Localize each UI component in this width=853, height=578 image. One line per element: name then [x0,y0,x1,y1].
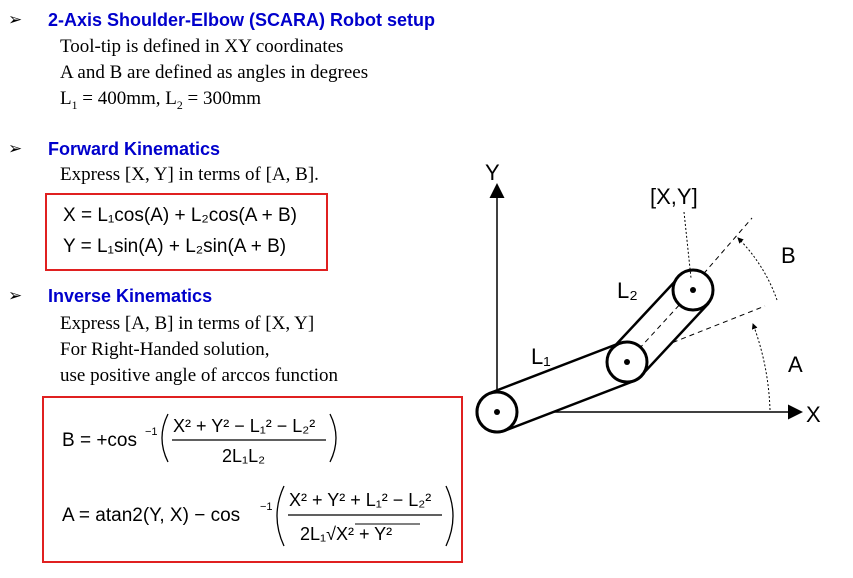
eq-a-right-paren [445,485,454,547]
inverse-heading: Inverse Kinematics [48,286,213,306]
bullet-icon: ➢ [8,286,23,306]
eq-a-numerator: X² + Y² + L₁² − L₂² [289,490,431,510]
setup-line-1: Tool-tip is defined in XY coordinates [60,36,344,57]
target-pointer [683,211,692,279]
shoulder-center [494,409,500,415]
l1-subscript: 1 [71,98,78,112]
target-label: [X,Y] [650,184,698,209]
eq-a-denominator: 2L₁√X² + Y² [300,524,392,544]
setup-line-2: A and B are defined as angles in degrees [60,62,369,83]
eq-b-numerator: X² + Y² − L₁² − L₂² [173,416,315,436]
angle-a-arc [751,323,771,411]
l1-symbol: L [60,88,72,109]
forward-eq-x: X = L₁cos(A) + L₂cos(A + B) [63,205,297,226]
forward-heading: Forward Kinematics [48,139,221,159]
inverse-description-1: Express [A, B] in terms of [X, Y] [60,313,315,334]
x-axis-label: X [806,402,821,427]
link2-label: L₂ [617,278,638,303]
eq-b-denominator: 2L₁L₂ [222,446,265,466]
inverse-equations: B = +cos −1 X² + Y² − L₁² − L₂² 2L₁L₂ A … [62,413,454,547]
forward-equation-box: X = L₁cos(A) + L₂cos(A + B) Y = L₁sin(A)… [45,193,328,271]
l1-value: = 400mm, L [77,88,177,109]
link-length-line: L1 = 400mm, L2 = 300mm [60,88,261,113]
l2-subscript: 2 [176,98,183,112]
eq-a-inverse-exponent: −1 [260,501,273,513]
y-axis-label: Y [485,160,500,185]
forward-description: Express [X, Y] in terms of [A, B]. [60,164,319,185]
eq-b-inverse-exponent: −1 [145,426,158,438]
setup-heading: 2-Axis Shoulder-Elbow (SCARA) Robot setu… [48,10,435,30]
link1-label: L₁ [531,344,551,369]
forward-eq-y: Y = L₁sin(A) + L₂sin(A + B) [63,236,287,257]
inverse-description-3: use positive angle of arccos function [60,365,339,386]
bullet-icon: ➢ [8,139,23,159]
l2-value: = 300mm [182,88,262,109]
elbow-center [624,359,630,365]
eq-b-lhs: B = +cos [62,430,137,451]
eq-a-lhs: A = atan2(Y, X) − cos [62,505,240,526]
eq-b-right-paren [329,413,337,463]
eq-a-left-paren [276,485,285,547]
eq-b-left-paren [161,413,169,463]
angle-a-label: A [788,352,803,377]
tool-tip-center [690,287,696,293]
inverse-equation-box: B = +cos −1 X² + Y² − L₁² − L₂² 2L₁L₂ A … [42,396,463,563]
angle-b-arc [737,237,778,301]
angle-b-label: B [781,243,796,268]
scara-diagram: Y X [X,Y] L₁ L₂ A B [475,160,821,434]
inverse-description-2: For Right-Handed solution, [60,339,270,360]
bullet-icon: ➢ [8,10,23,30]
